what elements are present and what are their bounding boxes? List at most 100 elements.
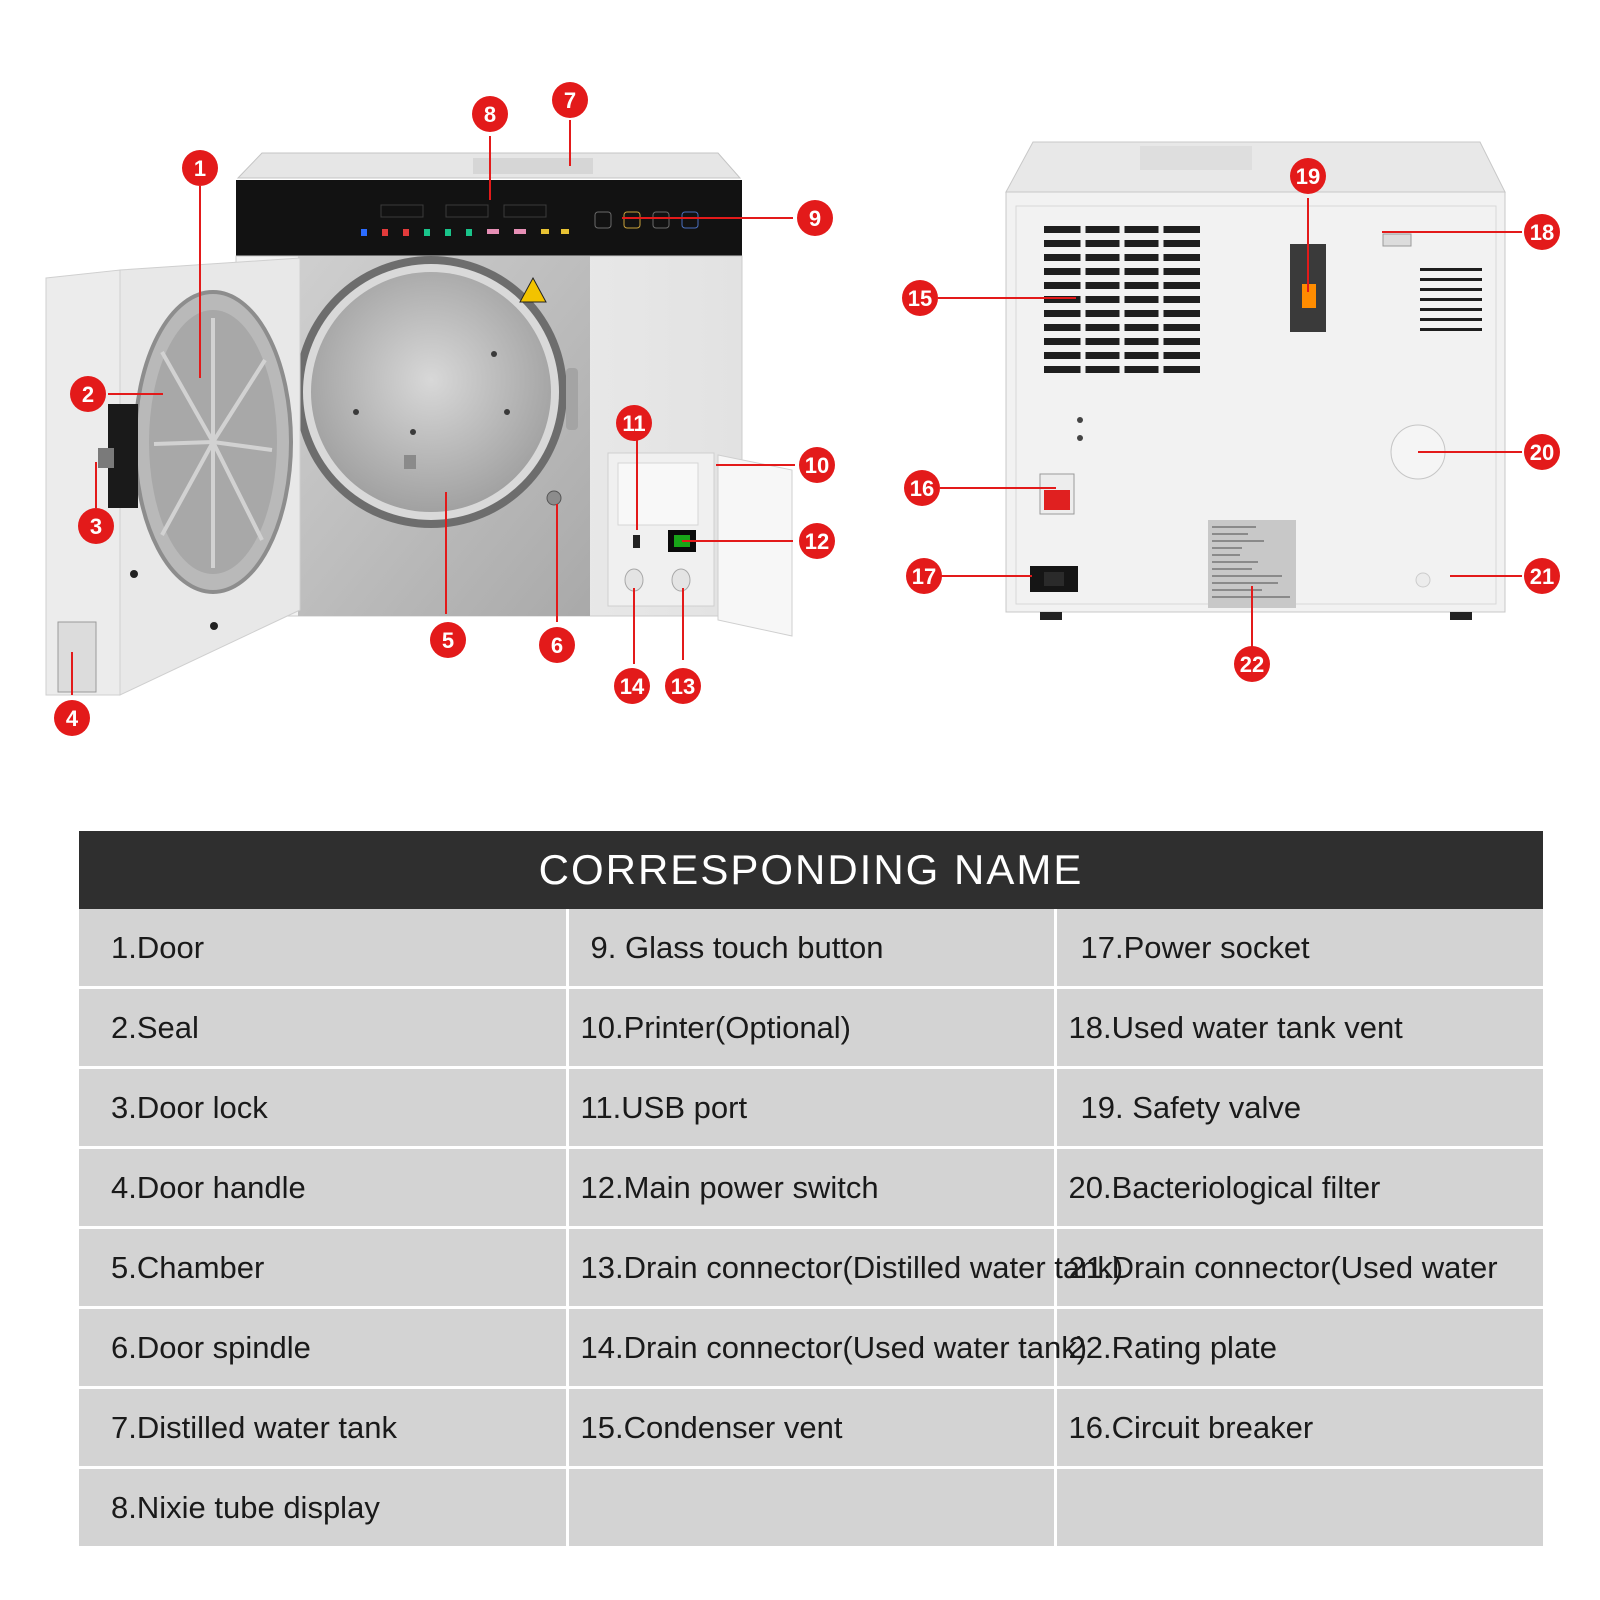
table-cell: 6.Door spindle [79,1306,569,1389]
safety-valve [1302,284,1316,308]
door-handle [57,621,97,693]
back-view [1005,141,1506,620]
callout-badge [70,376,106,412]
callout-22: 22 [1234,646,1270,682]
indicator-lights [361,229,569,236]
callout-6: 6 [539,627,575,663]
table-header-row: CORRESPONDING NAME [79,831,1543,909]
table-cell: 12.Main power switch [565,1146,1057,1229]
callout-badge [1524,214,1560,250]
callout-badge [797,200,833,236]
callout-badge [616,405,652,441]
autoclave-illustration: 1 2 3 4 5 6 7 8 9 10 11 12 13 14 15 16 1… [45,82,1560,736]
callout-13: 13 [665,668,701,704]
svg-text:7: 7 [564,88,576,113]
callout-21: 21 [1524,558,1560,594]
callout-7: 7 [552,82,588,118]
printer-slot [617,462,699,526]
table-row: 2.Seal 10.Printer(Optional) 18.Used wate… [79,986,1543,1069]
door-plate-spokes [153,318,273,568]
table-row: 4.Door handle 12.Main power switch 20.Ba… [79,1146,1543,1229]
svg-text:12: 12 [805,529,829,554]
table-cell: 1.Door [79,909,569,989]
callout-badge [1524,434,1560,470]
table-row: 8.Nixie tube display [79,1466,1543,1549]
table-cell [565,1466,1057,1549]
callout-badge [904,470,940,506]
svg-text:14: 14 [620,674,645,699]
callout-11: 11 [616,405,652,441]
svg-text:11: 11 [622,411,645,436]
chamber [311,272,551,512]
svg-text:5: 5 [442,628,454,653]
table-cell: 3.Door lock [79,1066,569,1149]
svg-text:10: 10 [805,453,829,478]
table-cell: 9. Glass touch button [565,909,1057,989]
table-row: 3.Door lock 11.USB port 19. Safety valve [79,1066,1543,1149]
callout-8: 8 [472,96,508,132]
callout-10: 10 [799,447,835,483]
table-cell: 2.Seal [79,986,569,1069]
callout-15: 15 [902,280,938,316]
svg-text:9: 9 [809,206,821,231]
callout-14: 14 [614,668,650,704]
side-vent [1420,268,1482,331]
callout-4: 4 [54,700,90,736]
callout-19: 19 [1290,158,1326,194]
table-cell: 14.Drain connector(Used water tank) [565,1306,1087,1389]
table-cell: 19. Safety valve [1053,1066,1543,1149]
svg-text:8: 8 [484,102,496,127]
table-cell: 15.Condenser vent [565,1386,1057,1469]
used-water-vent [1382,233,1412,247]
table-row: 5.Chamber 13.Drain connector(Distilled w… [79,1226,1543,1309]
callout-badge [1234,646,1270,682]
warning-sign [519,276,547,303]
callout-badge [430,622,466,658]
table-cell: 13.Drain connector(Distilled water tank) [565,1226,1123,1309]
table-row: 6.Door spindle 14.Drain connector(Used w… [79,1306,1543,1389]
table-cell: 5.Chamber [79,1226,569,1309]
callout-16: 16 [904,470,940,506]
callout-badge [906,558,942,594]
svg-text:15: 15 [908,286,932,311]
callout-9: 9 [797,200,833,236]
autoclave-diagram: 1 2 3 4 5 6 7 8 9 10 11 12 13 14 15 16 1… [0,0,1600,780]
callout-badge [614,668,650,704]
svg-text:1: 1 [194,156,206,181]
callout-badge [799,447,835,483]
callout-badge [1290,158,1326,194]
table-cell: 16.Circuit breaker [1053,1386,1543,1469]
callout-badge [539,627,575,663]
svg-text:19: 19 [1296,164,1320,189]
svg-text:2: 2 [82,382,94,407]
vent-dividers [1080,222,1164,378]
printer-door [717,454,793,637]
drain-connector-right [671,568,691,592]
door-spindle [546,490,562,506]
drain-connector-left [624,568,644,592]
callout-badge [54,700,90,736]
svg-text:17: 17 [912,564,936,589]
svg-text:16: 16 [910,476,934,501]
svg-text:6: 6 [551,633,563,658]
callout-12: 12 [799,523,835,559]
usb-port [633,535,640,548]
table-cell: 22.Rating plate [1053,1306,1543,1389]
table-cell: 21.Drain connector(Used water [1053,1226,1543,1309]
callout-badge [665,668,701,704]
table-cell: 7.Distilled water tank [79,1386,569,1469]
table-cell: 11.USB port [565,1066,1057,1149]
touch-buttons [594,211,699,229]
leader-lines [71,120,1522,695]
callout-badge [182,150,218,186]
svg-text:18: 18 [1530,220,1554,245]
back-top [1005,141,1506,193]
callout-5: 5 [430,622,466,658]
corresponding-name-table: CORRESPONDING NAME 1.Door 9. Glass touch… [79,831,1543,1549]
table-cell: 4.Door handle [79,1146,569,1229]
table-cell: 10.Printer(Optional) [565,986,1057,1069]
callout-17: 17 [906,558,942,594]
callout-badge [902,280,938,316]
callout-badge [472,96,508,132]
table-row: 7.Distilled water tank 15.Condenser vent… [79,1386,1543,1469]
